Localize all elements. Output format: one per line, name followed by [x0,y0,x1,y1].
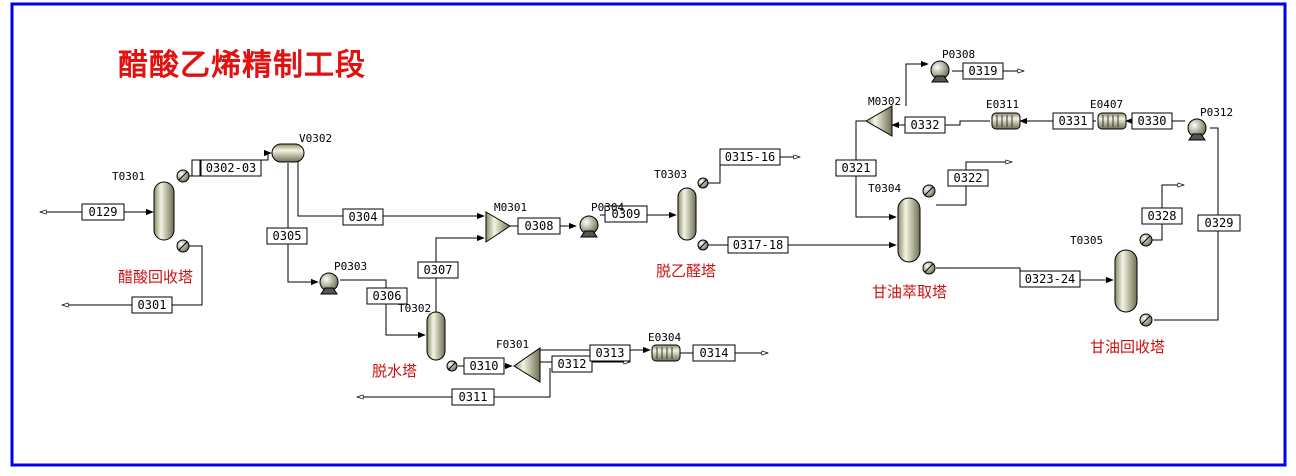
frame-border [10,2,1287,467]
svg-text:0309: 0309 [612,207,641,221]
stream-0322[interactable]: 0322 [947,169,989,187]
tag-t0301: T0301 [112,170,145,183]
tag-m0301: M0301 [494,201,527,214]
stream-labels: 0129 0301 0302-03 0304 0305 0306 0307 03… [81,62,1241,406]
splitter-f0301[interactable] [513,347,541,383]
svg-text:0305: 0305 [273,229,302,243]
tag-m0302: M0302 [868,95,901,108]
stream-0311[interactable]: 0311 [451,388,495,406]
tag-p0312: P0312 [1200,106,1233,119]
stream-0332[interactable]: 0332 [904,116,946,134]
svg-text:0330: 0330 [1138,114,1167,128]
stream-0307[interactable]: 0307 [417,261,459,279]
stream-0328[interactable]: 0328 [1141,207,1183,225]
svg-text:0314: 0314 [700,346,729,360]
tag-p0303: P0303 [334,260,367,273]
column-t0302[interactable] [426,311,458,372]
label-col-t0302: 脱水塔 [372,362,417,380]
column-t0305[interactable] [1114,233,1153,327]
stream-0310[interactable]: 0310 [463,357,505,375]
tag-v0302: V0302 [299,132,332,145]
stream-0319[interactable]: 0319 [962,62,1004,80]
exchanger-e0311[interactable] [991,112,1021,130]
svg-text:0319: 0319 [969,64,998,78]
stream-0330[interactable]: 0330 [1131,112,1173,130]
stream-0315-16[interactable]: 0315-16 [719,148,781,166]
tag-t0303: T0303 [654,168,687,181]
tag-t0304: T0304 [868,182,901,195]
mixer-m0301[interactable] [485,211,511,243]
svg-text:0306: 0306 [373,289,402,303]
svg-text:0323-24: 0323-24 [1025,272,1076,286]
stream-0305[interactable]: 0305 [266,227,308,245]
stream-0321[interactable]: 0321 [835,159,877,177]
svg-text:0317-18: 0317-18 [733,238,784,252]
svg-text:0329: 0329 [1205,216,1234,230]
column-t0301[interactable] [153,169,190,253]
stream-0313[interactable]: 0313 [589,344,631,362]
stream-0304[interactable]: 0304 [342,208,384,226]
equipment-tags: T0301 T0302 T0303 T0304 T0305 V0302 M030… [112,48,1233,351]
drum-v0302[interactable] [271,143,305,163]
svg-text:0312: 0312 [558,357,587,371]
column-t0304[interactable] [897,184,936,275]
stream-0312[interactable]: 0312 [551,355,593,373]
page-title: 醋酸乙烯精制工段 [118,48,366,83]
pump-p0308[interactable] [930,60,950,83]
column-names: 醋酸回收塔 脱水塔 脱乙醛塔 甘油萃取塔 甘油回收塔 [118,262,1165,380]
tag-p0304: P0304 [591,201,624,214]
pump-p0304[interactable] [579,215,599,238]
tag-f0301: F0301 [496,338,529,351]
svg-text:0301: 0301 [138,298,167,312]
stream-0314[interactable]: 0314 [692,344,736,362]
tag-e0304: E0304 [648,331,681,344]
svg-text:0308: 0308 [525,219,554,233]
column-t0303[interactable] [677,177,709,251]
svg-text:0331: 0331 [1059,114,1088,128]
stream-0317-18[interactable]: 0317-18 [727,236,789,254]
svg-text:0302-03: 0302-03 [206,161,257,175]
stream-0306[interactable]: 0306 [366,287,408,305]
stream-0323-24[interactable]: 0323-24 [1019,270,1081,288]
svg-text:0313: 0313 [596,346,625,360]
mixer-m0302[interactable] [864,105,893,137]
svg-text:0315-16: 0315-16 [725,150,776,164]
svg-text:0328: 0328 [1148,209,1177,223]
pump-p0312[interactable] [1187,118,1207,141]
svg-text:0307: 0307 [424,263,453,277]
svg-text:0322: 0322 [954,171,983,185]
tag-t0305: T0305 [1070,234,1103,247]
exchanger-e0304[interactable] [651,344,681,362]
tag-t0302: T0302 [398,302,431,315]
label-col-t0301: 醋酸回收塔 [118,268,193,286]
label-col-t0303: 脱乙醛塔 [656,262,716,280]
svg-text:0332: 0332 [911,118,940,132]
svg-text:0310: 0310 [470,359,499,373]
stream-0331[interactable]: 0331 [1052,112,1094,130]
stream-0301[interactable]: 0301 [131,296,173,314]
pump-p0303[interactable] [319,272,339,295]
label-col-t0304: 甘油萃取塔 [872,283,947,301]
stream-0302-03[interactable]: 0302-03 [200,159,262,177]
stream-0309[interactable]: 0309 [604,205,648,223]
svg-text:0321: 0321 [842,161,871,175]
stream-0308[interactable]: 0308 [517,217,561,235]
tag-e0311: E0311 [986,98,1019,111]
stream-0129[interactable]: 0129 [81,203,125,221]
exchanger-e0407[interactable] [1097,112,1127,130]
stream-0329[interactable]: 0329 [1197,214,1241,232]
label-col-t0305: 甘油回收塔 [1090,338,1165,356]
svg-text:0304: 0304 [349,210,378,224]
svg-text:0311: 0311 [459,390,488,404]
svg-text:0129: 0129 [89,205,118,219]
tag-e0407: E0407 [1090,98,1123,111]
tag-p0308: P0308 [942,48,975,61]
